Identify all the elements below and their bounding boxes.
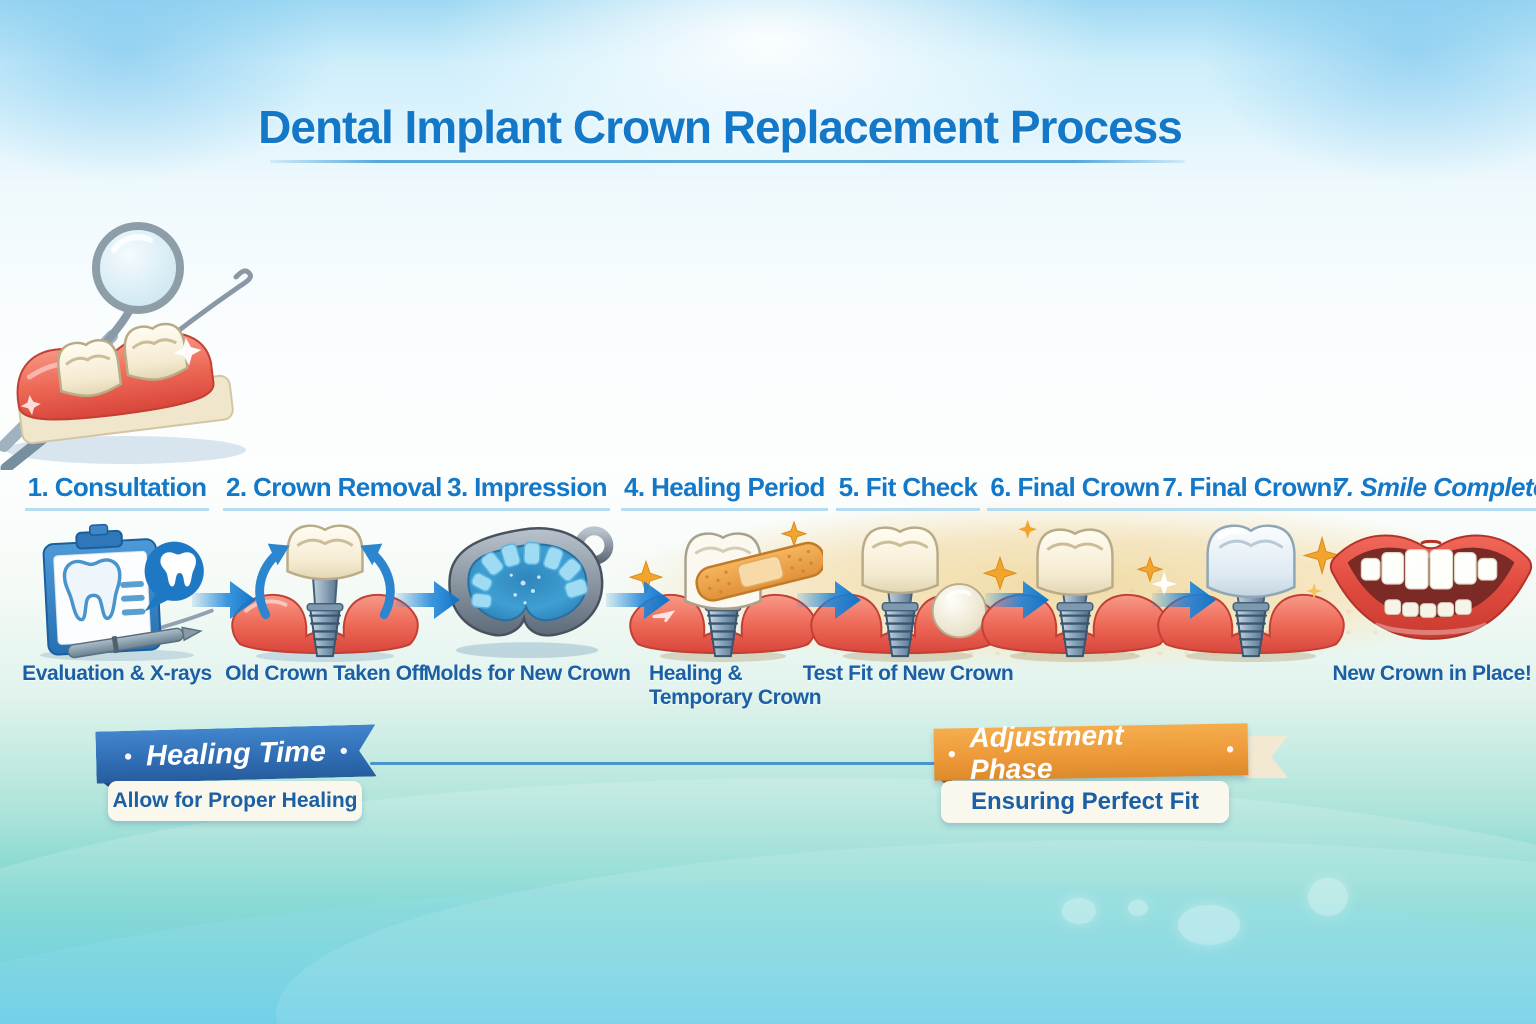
adjustment-phase-ribbon: • Adjustment Phase • [933, 719, 1249, 785]
step-1-caption: Evaluation & X-rays [22, 662, 212, 685]
crown-icon [861, 526, 939, 595]
smile-icon [1329, 534, 1533, 640]
step-5-caption: Test Fit of New Crown [802, 662, 1014, 685]
arrow-right-icon [192, 581, 256, 619]
dental-tools-illustration [0, 222, 253, 470]
step-4-title: 4. Healing Period [621, 472, 828, 511]
step-column-7: 7. Final Crown! [1149, 472, 1353, 722]
step-1-title: 1. Consultation [24, 472, 210, 511]
step-2-caption: Old Crown Taken Off [225, 662, 425, 685]
sparkle-icon [1136, 555, 1164, 583]
sparkle-icon [1306, 583, 1323, 599]
implant-screw-icon [306, 578, 344, 658]
sparkle-icon [982, 555, 1018, 591]
step-8-caption: New Crown in Place! [1332, 662, 1532, 685]
step-2-title: 2. Crown Removal [223, 472, 445, 511]
pen-icon [67, 626, 203, 659]
step-column-5: 5. Fit Check Test Fit of New Crown [803, 472, 1014, 722]
implant-screw-icon [1056, 591, 1094, 658]
page-title: Dental Implant Crown Replacement Process [258, 101, 1183, 153]
bubble-decoration [1128, 900, 1148, 916]
arrow-right-icon [985, 581, 1049, 619]
lower-teeth [1384, 599, 1472, 618]
arrow-right-icon [797, 581, 861, 619]
tooth-imprints [470, 541, 589, 609]
step-3-title: 3. Impression [444, 472, 610, 511]
step-4-caption: Healing & Temporary Crown [649, 662, 822, 710]
corner-tint-left [0, 0, 338, 185]
arrow-right-icon [606, 581, 670, 619]
healing-time-card: Allow for Proper Healing [108, 781, 362, 821]
healing-period-icon [628, 520, 823, 662]
bandage-icon [695, 541, 823, 602]
ribbon-bullet: • [124, 743, 133, 769]
bubble-decoration [1308, 878, 1348, 916]
final-crown-icon [981, 519, 1169, 662]
ribbon-bullet: • [1226, 736, 1235, 762]
step-7-title: 7. Final Crown! [1159, 472, 1343, 511]
arrow-right-icon [1152, 581, 1216, 619]
final-crown-shiny-icon [1151, 524, 1345, 662]
impression-tray-icon [448, 526, 614, 659]
adjustment-phase-card: Ensuring Perfect Fit [941, 781, 1229, 823]
ribbon-bullet: • [947, 741, 956, 767]
corner-tint-right [1198, 0, 1536, 185]
implant-screw-icon [881, 589, 919, 658]
old-crown-icon [286, 524, 364, 581]
step-5-title: 5. Fit Check [835, 472, 981, 511]
step-column-4: 4. Healing Period [621, 472, 828, 722]
clipboard-icon [42, 523, 162, 656]
phase-connector-line [370, 762, 938, 765]
step-column-1: 1. Consultation [15, 472, 219, 722]
crown-removal-icon [231, 524, 419, 662]
healing-time-ribbon: • Healing Time • [95, 724, 376, 783]
gum-model-icon [16, 322, 234, 445]
bubble-decoration [1062, 898, 1096, 924]
healing-time-sublabel: Allow for Proper Healing [112, 789, 358, 812]
fit-check-icon [810, 526, 1000, 662]
adjustment-phase-sublabel: Ensuring Perfect Fit [970, 788, 1200, 815]
sparkle-icon [780, 520, 808, 548]
ribbon-bullet: • [339, 738, 348, 764]
sky-glow [430, 0, 1106, 185]
sparkle-icon [1302, 535, 1342, 575]
step-8-title: 7. Smile Complete! [1330, 472, 1536, 511]
step-6-title: 6. Final Crown [987, 472, 1163, 511]
bubble-decoration [1178, 905, 1240, 945]
adjustment-phase-label: Adjustment Phase [969, 719, 1124, 786]
step-3-caption: Molds for New Crown [423, 662, 631, 685]
speech-bubble-tooth-icon [144, 541, 204, 612]
sparkle-icon [1018, 519, 1038, 539]
title-underline [270, 160, 1185, 163]
sparkle-icon [1151, 571, 1177, 597]
lift-arrow-icon [255, 549, 283, 620]
lip-highlight [1374, 622, 1488, 635]
lift-arrow-icon [367, 549, 395, 620]
ribbon-tail [1244, 736, 1288, 778]
sparkle-specks [509, 573, 541, 605]
step-column-2: 2. Crown Removal Old Crown Taken Off [223, 472, 445, 722]
healing-time-label: Healing Time [145, 735, 327, 772]
consultation-icon [40, 523, 214, 662]
step-column-3: 3. Impression Molds for New Crown [423, 472, 630, 722]
arrow-right-icon [396, 581, 460, 619]
step-column-8: 7. Smile Complete! New C [1329, 472, 1536, 722]
step-column-6: 6. Final Crown [973, 472, 1177, 722]
